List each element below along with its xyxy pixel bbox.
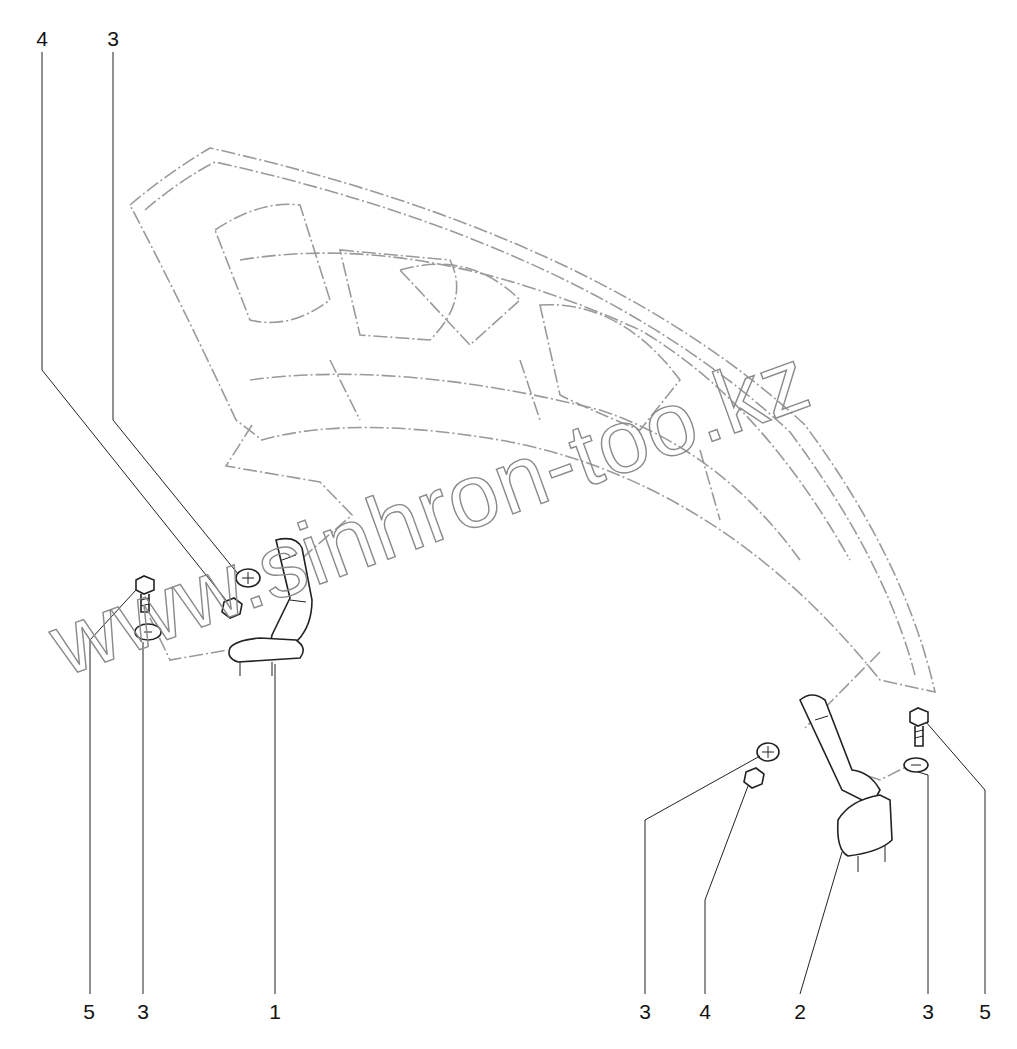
leader-line [275, 664, 276, 994]
hinge-detail [240, 555, 885, 872]
callout-number: 3 [922, 1001, 934, 1022]
hinge-right [800, 695, 880, 805]
callout-number: 4 [36, 28, 48, 49]
leader-line [143, 642, 144, 994]
leader-line [113, 52, 238, 574]
hinge-left-plate [229, 638, 303, 662]
hood-panel [215, 204, 330, 322]
watermark: www.sinhron-too.kz [39, 332, 820, 690]
leader-line [705, 786, 748, 994]
hood-panel [400, 264, 520, 345]
bolt [910, 708, 928, 746]
leader-line [645, 756, 760, 994]
callout-number: 5 [83, 1001, 95, 1022]
callout-number: 1 [269, 1001, 281, 1022]
leader-line [918, 772, 928, 994]
hinge-right-plate [838, 795, 892, 856]
callout-number: 3 [137, 1001, 149, 1022]
callout-number: 5 [979, 1001, 991, 1022]
callout-number: 2 [794, 1001, 806, 1022]
callout-number: 3 [639, 1001, 651, 1022]
callout-number: 4 [699, 1001, 711, 1022]
callout-number: 3 [107, 28, 119, 49]
leader-line [800, 852, 842, 994]
nut [744, 768, 764, 788]
leader-line [926, 722, 985, 994]
leader-line [42, 52, 226, 600]
